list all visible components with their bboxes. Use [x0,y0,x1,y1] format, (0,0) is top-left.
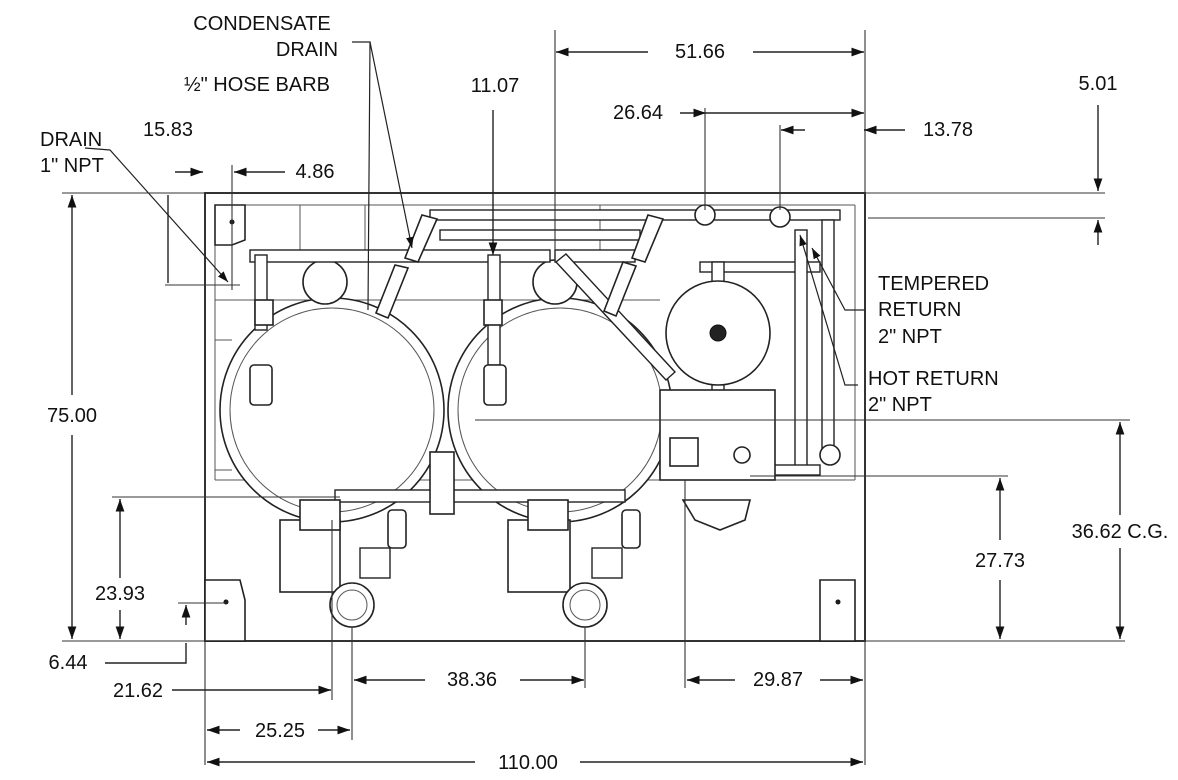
burner-right [507,499,641,628]
corner-bracket-top-left [214,204,246,246]
condensate-label-line1: CONDENSATE [193,13,330,35]
drain-label-line2: 1" NPT [40,155,104,177]
dim-75-00: 75.00 [47,405,97,427]
hot-return-label-line1: HOT RETURN [868,368,999,390]
dim-26-64: 26.64 [613,102,663,124]
burner-left [279,499,407,628]
boiler-tank-right [447,259,673,523]
callout-leaders [84,41,865,386]
dimension-labels: 51.66 11.07 26.64 13.78 5.01 15.83 4.86 … [47,41,1168,774]
condensate-label-line3: ½" HOSE BARB [184,74,330,96]
dim-13-78: 13.78 [923,119,973,141]
dim-29-87: 29.87 [753,669,803,691]
dim-5-01: 5.01 [1079,73,1118,95]
dim-15-83: 15.83 [143,119,193,141]
dim-4-86: 4.86 [296,161,335,183]
drain-label-line1: DRAIN [40,129,102,151]
tempered-return-label-line2: RETURN [878,299,961,321]
boiler-tank-left [219,259,445,523]
condensate-label-line2: DRAIN [276,39,338,61]
hot-return-label-line2: 2" NPT [868,394,932,416]
corner-foot-bottom-left [204,579,246,642]
dimension-lines [62,30,1130,767]
dim-6-44: 6.44 [49,652,88,674]
tempered-return-label-line3: 2" NPT [878,326,942,348]
center-support-bracket [429,451,455,515]
dim-110-00: 110.00 [498,752,558,774]
corner-foot-bottom-right [819,579,856,642]
tempered-return-label-line1: TEMPERED [878,273,989,295]
dim-38-36: 38.36 [447,669,497,691]
expansion-tank [659,280,776,531]
dim-25-25: 25.25 [255,720,305,742]
piping [249,209,841,503]
dim-21-62: 21.62 [113,680,163,702]
dim-23-93: 23.93 [95,583,145,605]
dim-36-62-cg: 36.62 C.G. [1072,521,1169,543]
callout-labels: CONDENSATE DRAIN ½" HOSE BARB DRAIN 1" N… [40,13,999,416]
dim-51-66: 51.66 [675,41,725,63]
dim-27-73: 27.73 [975,550,1025,572]
dim-11-07: 11.07 [471,75,520,97]
